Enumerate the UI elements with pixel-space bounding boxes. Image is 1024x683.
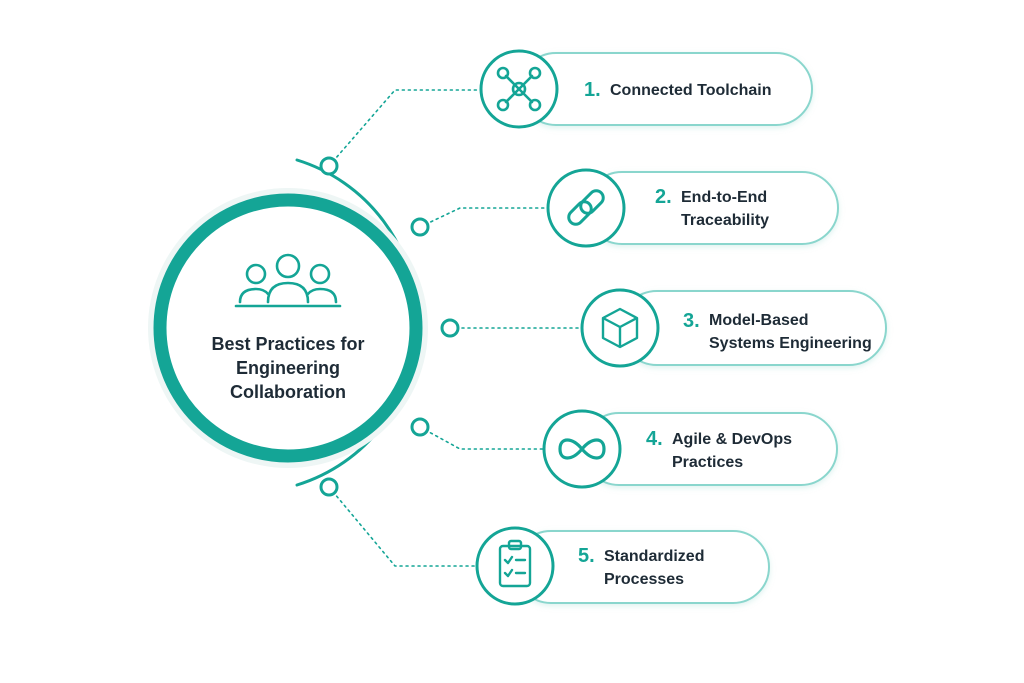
connector-line-5 [328,486,478,567]
item-label-line-2: Traceability [681,212,769,229]
item-label-line-1: Standardized [604,548,704,565]
item-label-line-2: Practices [672,454,743,471]
item-icon-circle [475,526,555,606]
connector-line-1 [328,89,482,167]
item-icon-circle [546,168,626,248]
practice-item-1[interactable]: 1. Connected Toolchain [479,49,813,129]
item-label-line-1: End-to-End [681,189,767,206]
practice-item-4[interactable]: 4. Agile & DevOps Practices [542,409,838,489]
item-number: 4. [646,428,663,450]
infinity-icon [558,438,606,460]
arc-node-3 [440,318,460,338]
arc-node-1 [319,156,339,176]
item-label-line-1: Connected Toolchain [610,82,771,99]
network-nodes-icon [496,66,542,112]
connector-line-2 [419,207,549,228]
item-label-line-1: Agile & DevOps [672,431,792,448]
item-label-line-1: Model-Based [709,312,809,329]
hub-title-line-3: Collaboration [230,382,346,402]
cube-icon [601,307,639,349]
hub-title-line-2: Engineering [236,358,340,378]
connector-line-4 [419,426,545,450]
hub-circle: Best Practices for Engineering Collabora… [148,188,428,468]
connector-lines [328,89,583,567]
arc-nodes [319,156,460,497]
item-number: 1. [584,79,601,101]
team-icon [234,253,342,308]
item-number: 2. [655,186,672,208]
practice-item-5[interactable]: 5. Standardized Processes [475,526,770,606]
arc-node-5 [319,477,339,497]
hub-ring [153,193,423,463]
item-number: 5. [578,545,595,567]
practice-item-2[interactable]: 2. End-to-End Traceability [546,168,839,248]
arc-node-2 [410,217,430,237]
arc-node-4 [410,417,430,437]
practice-item-3[interactable]: 3. Model-Based Systems Engineering [580,288,887,368]
item-label-line-2: Processes [604,571,684,588]
item-label-line-2: Systems Engineering [709,335,872,352]
item-number: 3. [683,310,700,332]
hub-title-line-1: Best Practices for [211,334,364,354]
chain-link-icon [567,189,605,226]
clipboard-checklist-icon [498,539,532,588]
